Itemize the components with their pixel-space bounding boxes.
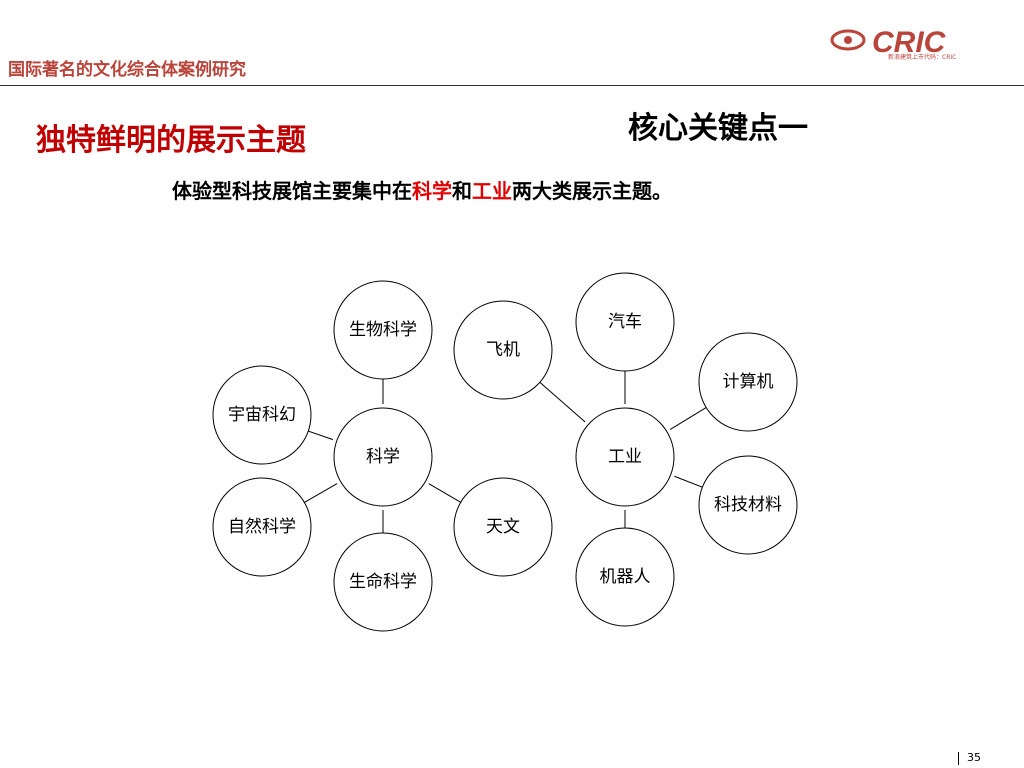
cric-logo: CRIC bbox=[830, 26, 947, 59]
node-circle-materials bbox=[698, 455, 798, 555]
node-circle-nature bbox=[212, 477, 312, 577]
subtitle-part2: 和 bbox=[452, 179, 472, 203]
subtitle: 体验型科技展馆主要集中在科学和工业两大类展示主题。 bbox=[172, 175, 672, 204]
logo-eye-icon bbox=[830, 29, 866, 51]
node-label-life: 生命科学 bbox=[349, 572, 417, 592]
logo-text: CRIC bbox=[872, 26, 947, 59]
logo-tagline: 新浪建筑上市代码：CRIC bbox=[888, 54, 957, 61]
node-materials: 科技材料 bbox=[698, 455, 798, 555]
node-biology: 生物科学 bbox=[333, 280, 433, 380]
node-label-robot: 机器人 bbox=[600, 567, 651, 587]
header-title: 国际著名的文化综合体案例研究 bbox=[8, 60, 246, 80]
edge-industry-plane bbox=[531, 375, 586, 423]
key-point-heading: 核心关键点一 bbox=[628, 111, 808, 146]
node-computer: 计算机 bbox=[698, 332, 798, 432]
node-circle-computer bbox=[698, 332, 798, 432]
node-industry: 工业 bbox=[575, 407, 675, 507]
footer-divider bbox=[958, 751, 959, 765]
node-robot: 机器人 bbox=[575, 527, 675, 627]
node-label-car: 汽车 bbox=[608, 312, 642, 332]
node-circle-robot bbox=[575, 527, 675, 627]
node-circle-industry bbox=[575, 407, 675, 507]
header-divider bbox=[0, 85, 1024, 86]
page-footer: 35 bbox=[958, 751, 981, 765]
node-astronomy: 天文 bbox=[453, 477, 553, 577]
node-label-industry: 工业 bbox=[608, 447, 642, 467]
node-nature: 自然科学 bbox=[212, 477, 312, 577]
subtitle-highlight-science: 科学 bbox=[412, 179, 452, 203]
node-circle-astronomy bbox=[453, 477, 553, 577]
node-scifi: 宇宙科幻 bbox=[212, 365, 312, 465]
node-circle-biology bbox=[333, 280, 433, 380]
subtitle-part1: 体验型科技展馆主要集中在 bbox=[172, 179, 412, 203]
node-label-astronomy: 天文 bbox=[486, 517, 520, 537]
node-label-computer: 计算机 bbox=[723, 372, 774, 392]
section-title: 独特鲜明的展示主题 bbox=[36, 123, 306, 158]
page-number: 35 bbox=[967, 751, 981, 764]
node-label-biology: 生物科学 bbox=[349, 320, 417, 340]
node-life: 生命科学 bbox=[333, 532, 433, 632]
node-circle-science bbox=[333, 407, 433, 507]
node-circle-plane bbox=[453, 300, 553, 400]
node-plane: 飞机 bbox=[453, 300, 553, 400]
subtitle-part3: 两大类展示主题。 bbox=[512, 179, 672, 203]
node-car: 汽车 bbox=[575, 272, 675, 372]
node-circle-life bbox=[333, 532, 433, 632]
node-circle-car bbox=[575, 272, 675, 372]
node-label-nature: 自然科学 bbox=[228, 517, 296, 537]
node-label-plane: 飞机 bbox=[486, 340, 520, 360]
node-circle-scifi bbox=[212, 365, 312, 465]
subtitle-highlight-industry: 工业 bbox=[472, 179, 512, 203]
node-label-scifi: 宇宙科幻 bbox=[228, 405, 296, 425]
node-label-materials: 科技材料 bbox=[714, 495, 782, 515]
node-science: 科学 bbox=[333, 407, 433, 507]
node-label-science: 科学 bbox=[366, 447, 400, 467]
